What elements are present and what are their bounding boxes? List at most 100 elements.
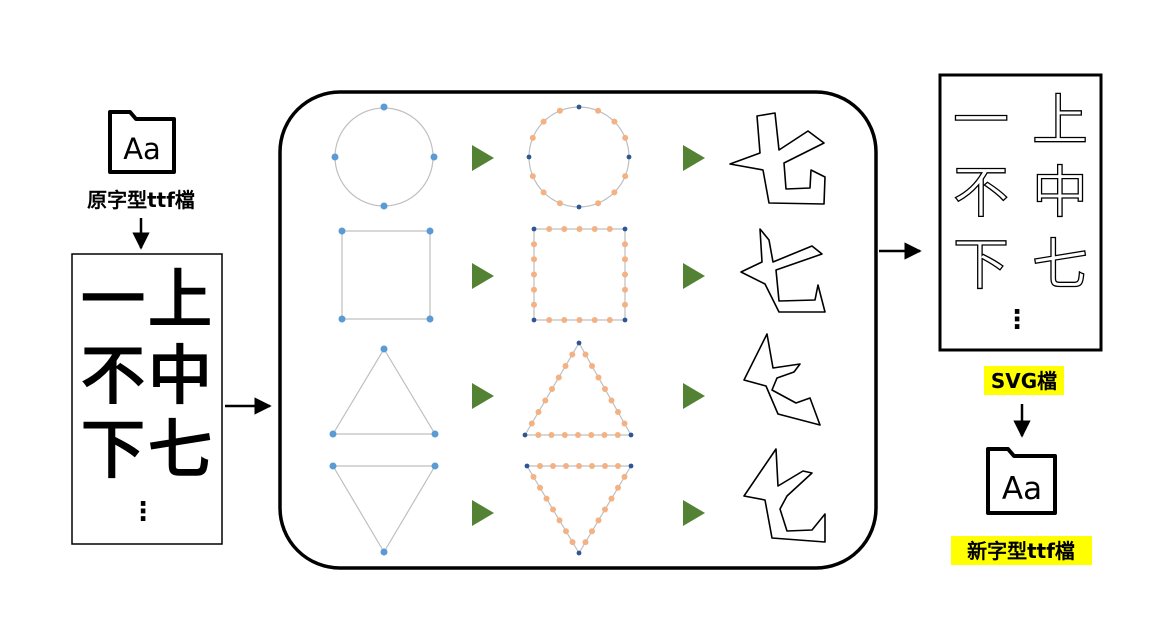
sample-point: [591, 317, 598, 323]
sample-point: [595, 374, 602, 381]
sample-point: [563, 463, 569, 469]
deformed-glyph-square: [740, 228, 826, 313]
play-arrow-icon: [683, 263, 705, 289]
sample-point: [569, 539, 576, 546]
sample-point: [582, 539, 589, 546]
sample-point: [531, 241, 537, 248]
source-char-2: 上: [148, 263, 212, 338]
source-char-6: 七: [148, 413, 212, 488]
circle-sample-points: [526, 104, 632, 210]
sample-point: [530, 473, 537, 480]
sample-point: [615, 484, 621, 491]
sample-point: [555, 374, 562, 381]
arrow-column-1: [472, 145, 494, 526]
new-font-file: Aa: [986, 447, 1057, 515]
sample-point: [595, 517, 602, 524]
triangle-control-points: [329, 345, 439, 438]
folder-icon: [108, 110, 176, 174]
control-point: [380, 548, 388, 556]
sample-point: [606, 226, 613, 232]
square-sample-points: [531, 226, 628, 323]
source-more-dots: ⋮: [130, 497, 156, 527]
sample-point: [614, 432, 621, 438]
sample-point: [622, 173, 629, 180]
sample-point: [531, 256, 537, 263]
original-shapes-column: [329, 103, 439, 556]
sample-point: [602, 386, 608, 392]
sample-point: [576, 204, 582, 210]
sample-point: [546, 226, 553, 232]
source-char-5: 下: [81, 413, 145, 488]
sample-point: [528, 420, 535, 427]
inverted-triangle-sample-points: [524, 463, 634, 556]
sample-point: [562, 363, 569, 369]
deformed-glyphs-column: [729, 112, 826, 543]
resampled-shapes-column: [522, 104, 634, 556]
sample-point: [576, 340, 582, 346]
sample-point: [626, 154, 632, 160]
sample-point: [576, 104, 582, 110]
sample-point: [602, 463, 608, 469]
sample-point: [622, 317, 628, 323]
shape-triangle: [331, 347, 437, 435]
sample-point: [546, 317, 553, 323]
sample-point: [524, 463, 530, 469]
play-arrow-icon: [472, 500, 494, 526]
sample-point: [622, 241, 628, 248]
sample-point: [556, 107, 563, 114]
sample-point: [622, 226, 628, 232]
square-control-points: [338, 227, 434, 323]
sample-point: [588, 432, 595, 438]
source-font-file: Aa: [108, 110, 176, 174]
process-box: [278, 90, 878, 570]
control-point: [380, 103, 388, 111]
sample-point: [561, 432, 568, 438]
source-char-4: 中: [148, 339, 212, 414]
circle-control-points: [331, 103, 438, 210]
sample-point: [556, 517, 563, 524]
sample-point: [531, 271, 537, 278]
control-point: [380, 202, 388, 210]
sample-point: [576, 226, 583, 232]
new-font-label: 新字型ttf檔: [967, 539, 1075, 563]
play-arrow-icon: [683, 500, 705, 526]
control-point: [431, 430, 439, 438]
sample-point: [576, 463, 582, 469]
control-point: [426, 315, 434, 323]
sample-point: [615, 409, 621, 415]
inverted-triangle-control-points: [329, 462, 439, 556]
control-point: [430, 153, 438, 161]
sample-point: [628, 432, 634, 438]
sample-point: [550, 506, 556, 513]
sample-point: [622, 134, 629, 141]
shape-inverted-triangle: [331, 465, 437, 554]
control-point: [338, 227, 346, 235]
sample-point: [543, 495, 550, 502]
svg-output-box: [938, 73, 1103, 352]
sample-point: [582, 351, 589, 358]
sample-point: [529, 173, 536, 180]
svg-more-dots: ⋮: [1004, 305, 1030, 335]
sample-point: [537, 484, 543, 491]
sample-point: [589, 363, 595, 369]
play-arrow-icon: [683, 383, 705, 409]
sample-point: [569, 351, 576, 358]
deformed-glyph-triangle: [743, 333, 821, 426]
sample-point: [531, 317, 537, 323]
sample-point: [535, 432, 542, 438]
control-point: [329, 430, 337, 438]
svg-output-label: SVG檔: [991, 369, 1057, 393]
folder-icon-text: Aa: [1002, 471, 1042, 507]
sample-point: [615, 463, 621, 469]
sample-point: [556, 200, 563, 207]
sample-point: [563, 528, 569, 535]
control-point: [380, 345, 388, 353]
shape-square: [341, 230, 431, 320]
deformed-glyph-circle: [729, 112, 826, 205]
folder-icon: [986, 447, 1057, 515]
sample-point: [526, 154, 532, 160]
sample-point: [621, 420, 628, 427]
sample-point: [537, 463, 543, 469]
new-font-label-highlight: [951, 536, 1092, 565]
